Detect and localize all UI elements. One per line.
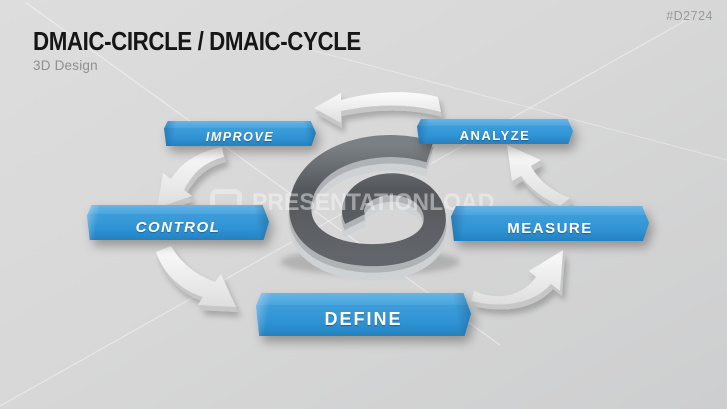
arrow-measure-to-analyze-icon [507, 145, 572, 211]
bar-top-face [451, 206, 649, 216]
template-id-tag: #D2724 [666, 9, 713, 23]
step-label-analyze: ANALYZE [459, 127, 531, 143]
bar-front-face [451, 215, 649, 241]
arrow-improve-to-control-icon [157, 147, 226, 213]
step-bar-analyze[interactable]: ANALYZE [417, 119, 573, 144]
bar-top-face [417, 119, 573, 126]
bar-front-face [417, 125, 573, 144]
arrow-define-to-measure-icon [471, 250, 565, 310]
page-subtitle: 3D Design [33, 58, 98, 73]
page-title: DMAIC-CIRCLE / DMAIC-CYCLE [33, 26, 361, 56]
step-label-improve: IMPROVE [205, 130, 275, 145]
bar-front-face [256, 304, 471, 336]
step-label-control: CONTROL [135, 218, 221, 236]
step-label-measure: MEASURE [507, 219, 593, 237]
bar-front-face [87, 214, 269, 240]
step-bar-measure[interactable]: MEASURE [451, 206, 649, 241]
bar-front-face [164, 127, 316, 146]
six-sigma-symbol [280, 135, 460, 281]
bar-top-face [164, 121, 316, 128]
arrow-control-to-define-icon [156, 246, 238, 312]
step-bar-improve[interactable]: IMPROVE [164, 121, 316, 146]
bar-top-face [256, 293, 471, 305]
step-label-define: DEFINE [324, 309, 403, 330]
step-bar-define[interactable]: DEFINE [256, 293, 471, 336]
step-bar-control[interactable]: CONTROL [87, 205, 269, 240]
arrow-analyze-to-improve-icon [314, 92, 442, 128]
bar-top-face [87, 205, 269, 215]
